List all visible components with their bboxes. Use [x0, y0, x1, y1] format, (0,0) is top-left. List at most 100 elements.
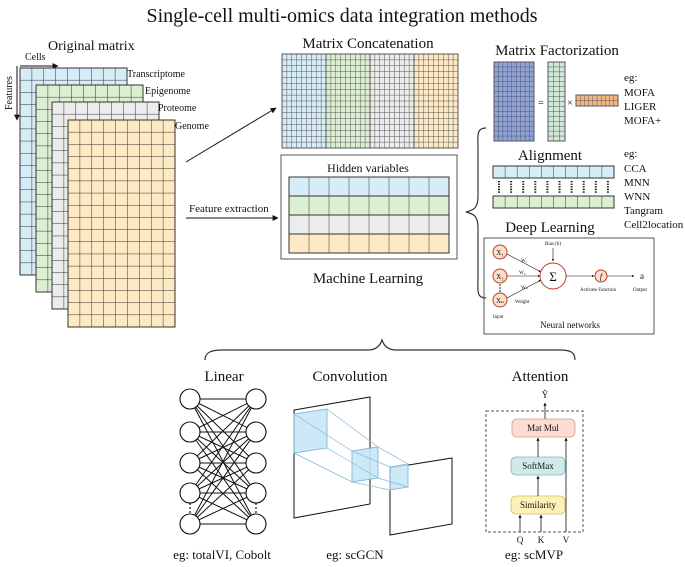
- layer-label-epigenome: Epigenome: [145, 86, 191, 97]
- matrix-concatenation-section: Matrix Concatenation: [281, 36, 459, 149]
- ellipsis-dot: [189, 507, 191, 509]
- projection-line: [351, 481, 391, 491]
- bias-label: Bias (b): [545, 242, 561, 247]
- factor-matrix-w: [547, 61, 566, 142]
- attention-output-symbol: Ŷ: [542, 390, 549, 400]
- linear-neuron: [245, 421, 267, 443]
- linear-neuron: [179, 388, 201, 410]
- projection-line: [377, 477, 409, 488]
- activate-caption: Activate Function: [580, 288, 616, 293]
- kernel-patch: [351, 446, 379, 483]
- architectures-brace: [204, 338, 576, 361]
- concatenated-block: [281, 53, 327, 149]
- linear-edge: [189, 398, 257, 525]
- original-matrix-section: Original matrix Cells Features Transcrip…: [4, 39, 209, 328]
- ellipsis-dot: [499, 284, 501, 286]
- projection-line: [326, 447, 379, 479]
- matmul-label: Mat Mul: [527, 423, 559, 433]
- page-title: Single-cell multi-omics data integration…: [146, 5, 537, 27]
- hidden-variables-label: Hidden variables: [327, 161, 409, 175]
- times-sign: ×: [567, 98, 573, 109]
- sum-symbol: Σ: [549, 269, 557, 284]
- linear-neuron: [245, 513, 267, 535]
- linear-title: Linear: [204, 369, 243, 385]
- machine-learning-box: [280, 154, 458, 260]
- linear-neuron: [245, 452, 267, 474]
- linear-edge: [189, 398, 257, 464]
- ellipsis-dot: [255, 507, 257, 509]
- linear-neuron: [245, 482, 267, 504]
- deep-learning-heading: Deep Learning: [505, 220, 595, 236]
- linear-edge: [189, 492, 257, 525]
- cells-label: Cells: [25, 52, 46, 63]
- concatenation-heading: Matrix Concatenation: [302, 36, 434, 52]
- alignment-example: CCA: [624, 163, 647, 175]
- linear-neuron: [179, 452, 201, 474]
- linear-neuron: [245, 388, 267, 410]
- matrix-factorization-section: Matrix Factorization = × eg: MOFA LIGER …: [493, 43, 661, 142]
- factor-matrix-h: [575, 94, 619, 107]
- linear-edge: [189, 431, 257, 464]
- alignment-example: Cell2location: [624, 219, 684, 231]
- linear-edge: [189, 398, 257, 433]
- projection-line: [326, 408, 379, 448]
- input-node: [492, 292, 508, 308]
- factorization-example: LIGER: [624, 101, 657, 113]
- ellipsis-dot: [255, 503, 257, 505]
- arrow-to-concatenation: [185, 107, 277, 163]
- hidden-variable-row: [288, 195, 450, 216]
- linear-neuron: [179, 513, 201, 535]
- omics-layer-genome: [67, 119, 176, 328]
- alignment-section: Alignment eg: CCA MNN WNN Tangram Cell2l…: [492, 148, 684, 231]
- original-matrix-heading: Original matrix: [48, 39, 135, 54]
- linear-example: eg: totalVI, Cobolt: [173, 547, 271, 562]
- ellipsis-dot: [499, 290, 501, 292]
- factorization-example: MOFA+: [624, 115, 661, 127]
- alignment-matrix-b: [492, 195, 615, 209]
- k-label: K: [538, 535, 545, 545]
- kernel-patch: [293, 408, 328, 454]
- input-symbol: X₂: [496, 273, 504, 281]
- attention-example: eg: scMVP: [505, 547, 563, 562]
- linear-edge: [189, 431, 257, 525]
- weight-edge: [506, 253, 542, 273]
- output-caption: Output: [633, 288, 648, 293]
- methods-brace: [465, 127, 487, 299]
- deep-learning-section: Deep Learning X₁ X₂ Xₙ W₁ W₂ Wₙ Σ Bias (…: [483, 220, 655, 335]
- linear-neuron: [179, 421, 201, 443]
- input-caption: Input: [493, 315, 504, 320]
- alignment-eg-label: eg:: [624, 148, 637, 160]
- projection-line: [293, 452, 353, 483]
- attention-box: [485, 410, 584, 533]
- output-symbol: a: [640, 271, 644, 281]
- concatenated-block: [413, 53, 459, 149]
- factor-matrix-input: [493, 61, 535, 142]
- alignment-heading: Alignment: [518, 148, 583, 164]
- softmax-label: SoftMax: [522, 461, 554, 471]
- projection-line: [377, 446, 409, 465]
- concatenated-block: [369, 53, 415, 149]
- features-label: Features: [4, 76, 15, 110]
- input-symbol: Xₙ: [496, 297, 504, 305]
- neural-networks-caption: Neural networks: [540, 320, 600, 330]
- factorization-eg-label: eg:: [624, 72, 637, 84]
- q-label: Q: [517, 535, 524, 545]
- weight-caption: Weight: [515, 300, 530, 305]
- linear-edge: [189, 398, 257, 494]
- alignment-example: Tangram: [624, 205, 663, 217]
- factorization-example: MOFA: [624, 87, 655, 99]
- linear-section: Linear eg: totalVI, Cobolt: [173, 369, 271, 562]
- hidden-variable-row: [288, 176, 450, 197]
- linear-edge: [189, 462, 257, 525]
- hidden-variable-row: [288, 214, 450, 235]
- ellipsis-dot: [189, 511, 191, 513]
- layer-label-genome: Genome: [175, 121, 209, 132]
- similarity-label: Similarity: [520, 500, 557, 510]
- convolution-section: Convolution eg: scGCN: [293, 369, 453, 562]
- equals-sign: =: [538, 98, 544, 109]
- machine-learning-section: Hidden variables Machine Learning: [280, 154, 458, 287]
- linear-neuron: [179, 482, 201, 504]
- alignment-matrix-a: [492, 165, 615, 179]
- weight-symbol: Wₙ: [521, 286, 528, 291]
